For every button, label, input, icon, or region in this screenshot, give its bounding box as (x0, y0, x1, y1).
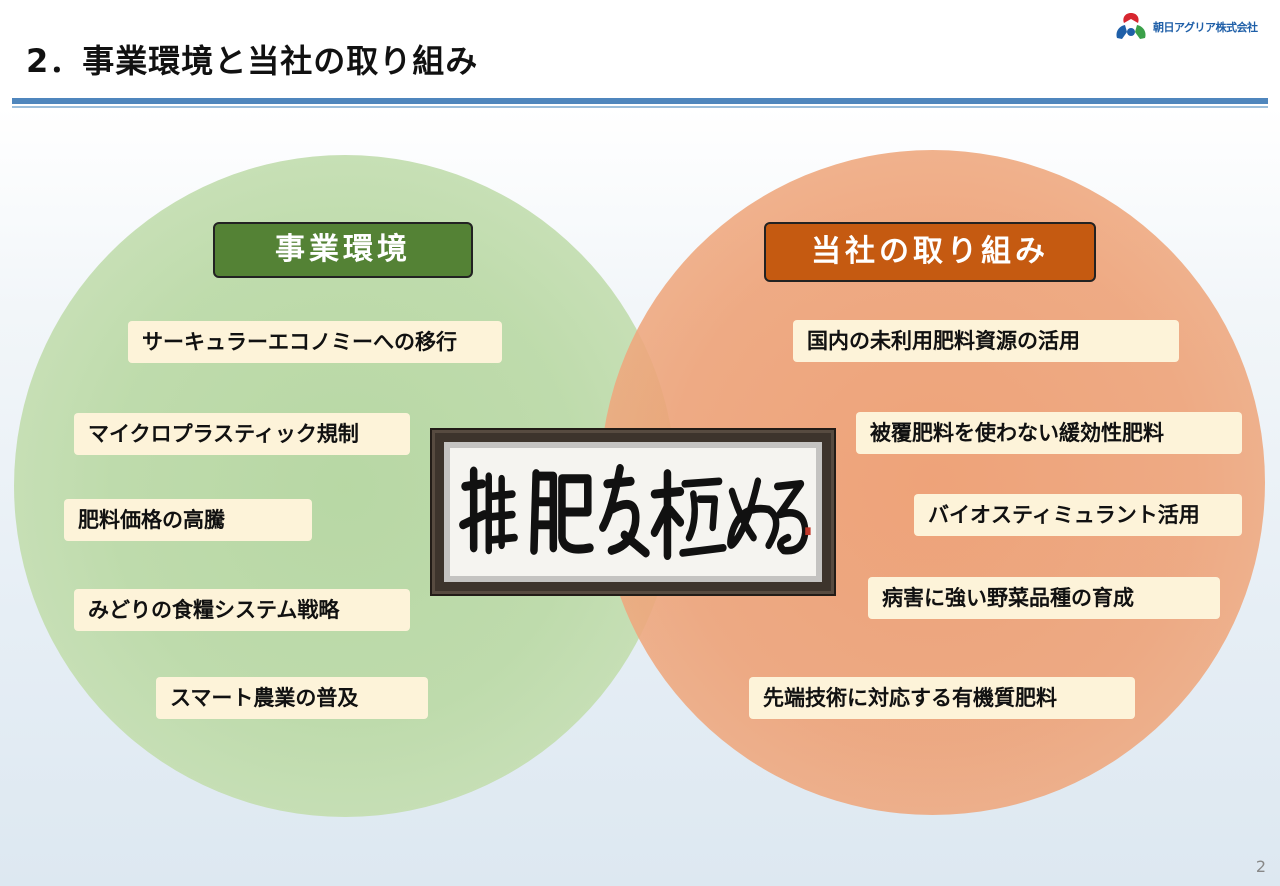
slide-title: 2．事業環境と当社の取り組み (26, 42, 479, 80)
environment-item: スマート農業の普及 (156, 677, 428, 719)
company-initiatives-heading: 当社の取り組み (764, 222, 1096, 282)
environment-item: サーキュラーエコノミーへの移行 (128, 321, 502, 363)
initiative-item: 被覆肥料を使わない緩効性肥料 (856, 412, 1242, 454)
company-logo-icon (1116, 13, 1146, 39)
environment-item: マイクロプラスティック規制 (74, 413, 410, 455)
calligraphy-frame (430, 428, 836, 596)
calligraphy-paper (450, 448, 816, 576)
title-divider-thin (12, 106, 1268, 108)
business-environment-heading: 事業環境 (213, 222, 473, 278)
initiative-item: 国内の未利用肥料資源の活用 (793, 320, 1179, 362)
page-number: 2 (1255, 857, 1266, 876)
title-divider (12, 98, 1268, 104)
initiative-item: 病害に強い野菜品種の育成 (868, 577, 1220, 619)
company-logo: 朝日アグリア株式会社 (1113, 10, 1258, 44)
company-name: 朝日アグリア株式会社 (1153, 21, 1258, 34)
environment-item: みどりの食糧システム戦略 (74, 589, 410, 631)
calligraphy-image (459, 464, 811, 560)
initiative-item: 先端技術に対応する有機質肥料 (749, 677, 1135, 719)
environment-item: 肥料価格の高騰 (64, 499, 312, 541)
initiative-item: バイオスティミュラント活用 (914, 494, 1242, 536)
